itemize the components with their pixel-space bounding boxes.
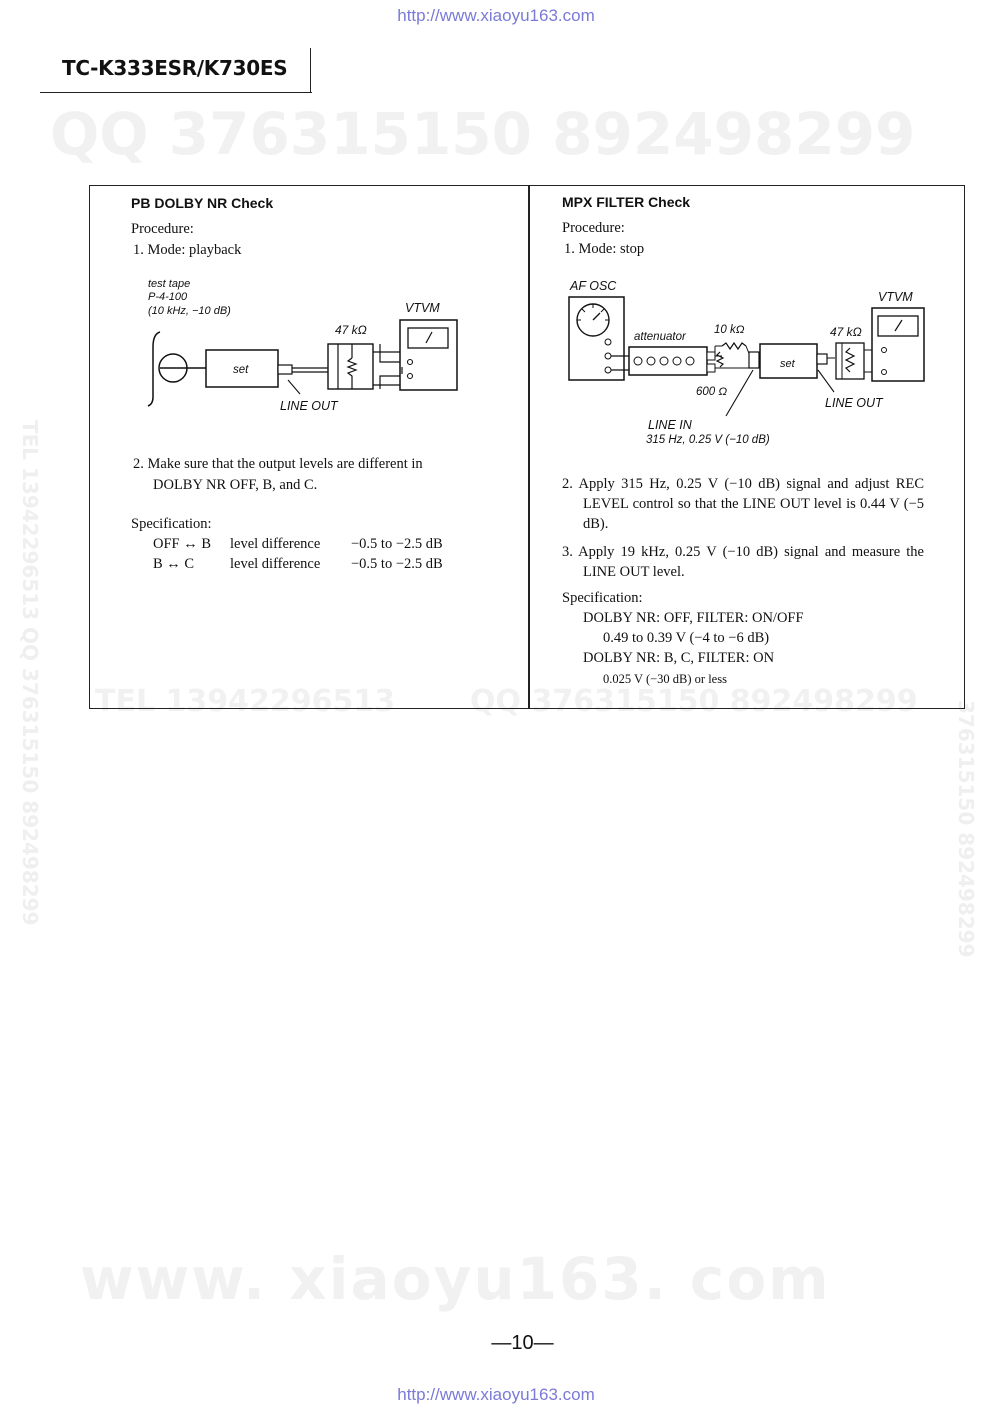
r10k-label: 10 kΩ xyxy=(714,324,745,336)
spec-mode: B ↔ C xyxy=(153,556,195,572)
title-vertical-rule xyxy=(310,48,311,93)
mpx-filter-title: MPX FILTER Check xyxy=(562,194,691,210)
watermark-mid-right: QQ 376315150 892498299 xyxy=(470,684,918,719)
r600-resistor xyxy=(715,351,725,368)
line-in-spec-label: 315 Hz, 0.25 V (−10 dB) xyxy=(646,434,770,446)
right-procedure-label: Procedure: xyxy=(562,220,625,236)
left-spec-label: Specification: xyxy=(131,516,212,532)
pb-dolby-diagram: test tape P-4-100 (10 kHz, −10 dB) VTVM … xyxy=(147,278,458,413)
tape-label-3: (10 kHz, −10 dB) xyxy=(148,305,231,317)
left-step2-line1: 2. Make sure that the output levels are … xyxy=(133,456,423,472)
column-divider xyxy=(528,185,530,709)
tape-label-2: P-4-100 xyxy=(148,291,188,303)
set-box xyxy=(205,349,279,388)
procedure-table-frame xyxy=(89,185,965,709)
right-set-label: set xyxy=(780,358,796,370)
right-line-out-label: LINE OUT xyxy=(825,396,884,410)
spec-value: −0.5 to −2.5 dB xyxy=(351,536,443,552)
watermark-mid-left: TEL 13942296513 xyxy=(95,684,396,719)
watermark-left-side: TEL 13942296513 QQ 376315150 892498299 xyxy=(18,420,42,926)
spec-label: level difference xyxy=(230,556,321,572)
right-step3: 3. Apply 19 kHz, 0.25 V (−10 dB) signal … xyxy=(562,542,924,582)
page-number: —10— xyxy=(491,1332,554,1354)
left-procedure-label: Procedure: xyxy=(131,221,194,237)
r10k-resistor xyxy=(721,341,747,351)
left-step1: 1. Mode: playback xyxy=(133,242,242,258)
r600-label: 600 Ω xyxy=(696,386,727,398)
top-url: http://www.xiaoyu163.com xyxy=(397,6,595,25)
pb-dolby-title: PB DOLBY NR Check xyxy=(131,195,274,211)
right-spec-line2: 0.49 to 0.39 V (−4 to −6 dB) xyxy=(603,630,770,646)
right-spec-line4: 0.025 V (−30 dB) or less xyxy=(603,672,727,686)
resistor-symbol xyxy=(346,357,358,389)
right-step2-text: 2. Apply 315 Hz, 0.25 V (−10 dB) signal … xyxy=(562,476,924,532)
title-underline xyxy=(40,92,312,93)
set-label: set xyxy=(233,364,249,376)
watermark-right-side: 376315150 892498299 xyxy=(954,700,978,958)
right-set-box xyxy=(759,343,818,379)
right-vtvm-label: VTVM xyxy=(878,290,913,304)
left-step2-line2: DOLBY NR OFF, B, and C. xyxy=(153,477,318,493)
spec-label: level difference xyxy=(230,536,321,552)
right-spec-line3: DOLBY NR: B, C, FILTER: ON xyxy=(583,650,775,666)
right-step1: 1. Mode: stop xyxy=(564,241,645,257)
right-spec-label: Specification: xyxy=(562,590,643,606)
watermark-www: www. xiaoyu163. com xyxy=(80,1245,831,1313)
right-step2: 2. Apply 315 Hz, 0.25 V (−10 dB) signal … xyxy=(562,474,924,534)
tape-path xyxy=(147,331,161,407)
af-osc-icon xyxy=(568,296,625,381)
spec-mode: OFF ↔ B xyxy=(153,536,212,552)
vtvm-label: VTVM xyxy=(405,301,440,315)
af-osc-label: AF OSC xyxy=(569,279,617,293)
model-title: TC-K333ESR/K730ES xyxy=(62,56,288,80)
mpx-filter-diagram: AF OSC VTVM attenuator 10 kΩ 600 Ω set 4… xyxy=(568,279,925,446)
right-step3-text: 3. Apply 19 kHz, 0.25 V (−10 dB) signal … xyxy=(562,544,924,580)
watermark-qq: QQ 376315150 892498299 xyxy=(50,100,916,168)
tape-label-1: test tape xyxy=(148,278,190,290)
right-r47k-label: 47 kΩ xyxy=(830,325,862,339)
line-out-label: LINE OUT xyxy=(280,399,339,413)
bottom-url: http://www.xiaoyu163.com xyxy=(397,1385,595,1404)
line-in-label: LINE IN xyxy=(648,418,693,432)
spec-value: −0.5 to −2.5 dB xyxy=(351,556,443,572)
attenuator-label: attenuator xyxy=(634,331,687,343)
right-spec-line1: DOLBY NR: OFF, FILTER: ON/OFF xyxy=(583,610,804,626)
right-resistor-47k xyxy=(844,347,856,373)
resistor-label: 47 kΩ xyxy=(335,323,367,337)
